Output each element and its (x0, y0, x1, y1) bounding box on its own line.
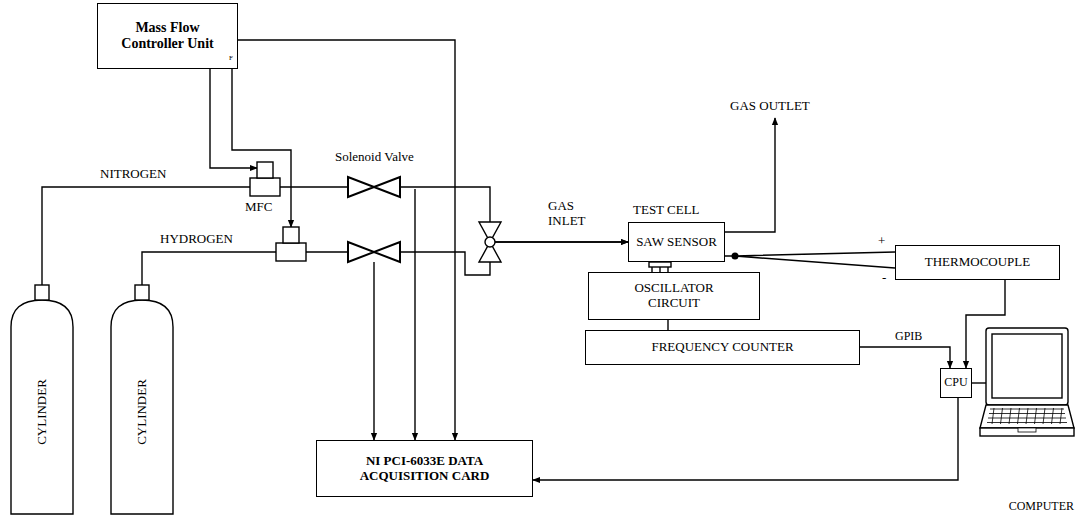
annotation-label: MFC (245, 200, 272, 215)
node-label: OSCILLATOR CIRCUIT (619, 281, 729, 311)
cpu-box: CPU (940, 368, 972, 398)
mfc-symbol (283, 227, 299, 243)
node-label: FREQUENCY COUNTER (651, 340, 793, 355)
node-label: SAW SENSOR (636, 235, 717, 250)
node-heading: CYLINDER (135, 379, 150, 445)
mfc-symbol (250, 178, 280, 196)
thermocouple-box: THERMOCOUPLE (895, 245, 1060, 280)
connector (42, 187, 628, 285)
laptop-outline (980, 328, 1074, 440)
control-line (210, 69, 257, 168)
annotation-label: GAS INLET (548, 199, 596, 229)
node-heading: COMPUTER (1009, 500, 1074, 514)
annotation-label: GPIB (895, 330, 922, 344)
annotation-label: F (229, 54, 233, 62)
three-way-valve (485, 237, 495, 247)
mfc-symbol (257, 162, 273, 178)
control-line (232, 69, 291, 227)
connector (668, 320, 669, 330)
connector (972, 383, 986, 384)
connector (142, 242, 628, 285)
solenoid-valve (348, 242, 400, 262)
connector (725, 252, 895, 268)
computer-icon: COMPUTER (980, 328, 1074, 440)
annotation-label: Solenoid Valve (335, 150, 414, 165)
signal-line (373, 262, 374, 440)
oscillator-box: OSCILLATOR CIRCUIT (588, 272, 760, 320)
gas-outlet-line (725, 118, 775, 232)
annotation-label: GAS OUTLET (730, 99, 810, 114)
annotation-label: NITROGEN (100, 167, 166, 182)
annotation-label: - (882, 271, 886, 286)
connector (238, 40, 455, 440)
connector (860, 347, 950, 368)
gas-cylinder: CYLINDER (8, 285, 76, 515)
node-label: Mass Flow Controller Unit (104, 20, 231, 52)
signal-line (414, 189, 415, 440)
sensor-pins (649, 262, 671, 267)
counter-box: FREQUENCY COUNTER (585, 330, 860, 365)
node-heading: CYLINDER (35, 379, 50, 445)
node-label: CPU (944, 376, 967, 390)
sensor-box: TEST CELLSAW SENSOR (628, 222, 725, 262)
node-label: NI PCI-6033E DATA ACQUISITION CARD (323, 454, 526, 484)
annotation-label: HYDROGEN (160, 232, 233, 247)
node-label: THERMOCOUPLE (925, 255, 1030, 270)
daq-card-box: NI PCI-6033E DATA ACQUISITION CARD (316, 440, 533, 497)
node-heading: TEST CELL (633, 203, 700, 218)
annotation-label: + (878, 234, 885, 249)
solenoid-valve (348, 177, 400, 197)
gas-cylinder: CYLINDER (108, 285, 176, 515)
mfc-symbol (276, 243, 306, 261)
controller-box: Mass Flow Controller Unit (97, 3, 238, 69)
connector (533, 398, 958, 480)
